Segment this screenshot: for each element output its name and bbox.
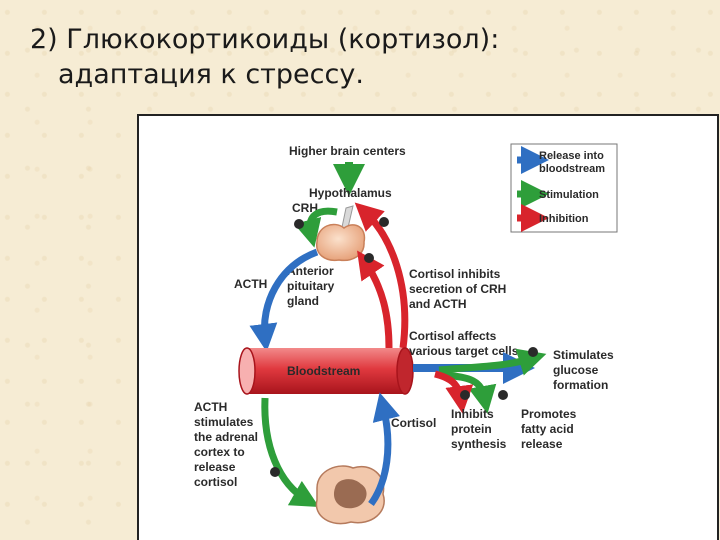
minus-marker-1	[379, 217, 389, 227]
bloodstream-tube-left-end	[238, 347, 256, 395]
bloodstream-tube	[247, 348, 405, 394]
promotes-fatty-label: Promotes fatty acid release	[521, 407, 580, 451]
adrenal-cortex-icon	[333, 479, 367, 509]
crh-label: CRH	[292, 201, 318, 215]
hypothalamus-label: Hypothalamus	[309, 186, 392, 200]
acth-adrenal-stimulation-arrow	[261, 397, 320, 507]
plus-marker-2	[528, 347, 538, 357]
cortisol-release-arrow	[368, 392, 400, 507]
legend-stimulation-label: Stimulation	[539, 189, 599, 201]
bloodstream-label: Bloodstream	[287, 364, 360, 378]
cortisol-diagram: Higher brain centers Hypothalamus CRH + …	[194, 143, 618, 525]
legend-release-label: Release into bloodstream	[539, 150, 607, 175]
minus-sign-3: −	[462, 390, 468, 401]
plus-sign: +	[296, 219, 301, 229]
cortisol-label: Cortisol	[391, 416, 436, 430]
acth-label: ACTH	[234, 277, 267, 291]
plus-sign-3: +	[500, 390, 505, 400]
plus-sign-4: +	[272, 467, 277, 477]
legend: Release into bloodstream Stimulation Inh…	[510, 143, 618, 233]
slide-title-line1: 2) Глюкокортикоиды (кортизол):	[30, 24, 500, 55]
minus-marker-3	[460, 390, 470, 400]
cortisol-inhibits-label: Cortisol inhibits secretion of CRH and A…	[409, 267, 510, 311]
plus-marker-4	[270, 467, 280, 477]
inhibit-pituitary-arrow	[357, 250, 393, 349]
plus-sign-2: +	[530, 347, 535, 357]
acth-stimulates-label: ACTH stimulates the adrenal cortex to re…	[194, 400, 261, 489]
higher-brain-label: Higher brain centers	[289, 144, 406, 158]
stimulates-glucose-label: Stimulates glucose formation	[553, 348, 617, 392]
minus-sign-1: −	[381, 217, 387, 228]
slide-title-line2: адаптация к стрессу.	[58, 59, 364, 91]
cortisol-affects-label: Cortisol affects various target cells	[409, 329, 519, 358]
plus-marker	[294, 219, 304, 229]
cortisol-diagram-figure: Higher brain centers Hypothalamus CRH + …	[137, 114, 719, 540]
plus-marker-3	[498, 390, 508, 400]
inhibit-hypothalamus-arrow	[354, 202, 409, 349]
legend-inhibition-label: Inhibition	[539, 213, 589, 225]
acth-release-arrow	[249, 248, 319, 352]
slide-title: 2) Глюкокортикоиды (кортизол): адаптация…	[30, 22, 670, 92]
minus-sign-2: −	[366, 253, 372, 264]
crh-stimulation-arrow	[294, 207, 338, 248]
anterior-pituitary-label: Anterior pituitary gland	[287, 264, 338, 308]
glucose-stimulation-arrow	[438, 348, 547, 376]
minus-marker-2	[364, 253, 374, 263]
pituitary-gland-icon	[316, 223, 366, 262]
inhibits-protein-label: Inhibits protein synthesis	[451, 407, 507, 451]
bloodstream-tube-right-end	[396, 347, 414, 395]
